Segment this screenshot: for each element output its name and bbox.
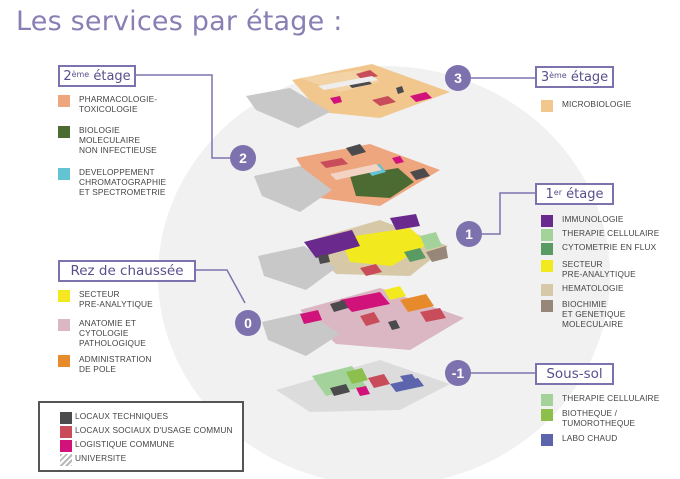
- level-title-rdc: Rez de chaussée: [58, 260, 196, 282]
- page-title: Les services par étage :: [16, 6, 343, 37]
- badge-etage3: 3: [445, 65, 471, 91]
- legend-label: SECTEUR PRE-ANALYTIQUE: [562, 259, 636, 279]
- legend-label: UNIVERSITE: [75, 453, 127, 463]
- legend-swatch: [60, 426, 72, 438]
- etage3-rest: étage: [566, 69, 609, 85]
- legend-swatch: [58, 319, 70, 331]
- legend-label: BIOLOGIE MOLECULAIRE NON INFECTIEUSE: [79, 125, 157, 155]
- legend-swatch: [541, 394, 553, 406]
- legend-swatch: [541, 300, 553, 312]
- legend-swatch: [541, 215, 553, 227]
- etage2-sup: ème: [71, 69, 90, 79]
- legend-swatch: [58, 126, 70, 138]
- legend-label: BIOTHEQUE / TUMOROTHEQUE: [562, 408, 636, 428]
- rdc-title: Rez de chaussée: [70, 263, 184, 279]
- legend-label: THERAPIE CELLULAIRE: [562, 228, 660, 238]
- legend-swatch: [541, 100, 553, 112]
- floor-plan-0: [262, 286, 464, 356]
- legend-label: LOCAUX TECHNIQUES: [75, 411, 169, 421]
- etage2-rest: étage: [89, 68, 131, 84]
- legend-label: DEVELOPPEMENT CHROMATOGRAPHIE ET SPECTRO…: [79, 167, 167, 197]
- etage3-sup: ème: [549, 70, 567, 80]
- connector-0: [196, 269, 246, 304]
- legend-swatch: [58, 355, 70, 367]
- legend-item: BIOTHEQUE / TUMOROTHEQUE: [541, 408, 635, 428]
- legend-swatch-hatched: [60, 454, 72, 466]
- legend-label: BIOCHIMIE ET GENETIQUE MOLECULAIRE: [562, 299, 626, 329]
- legend-item: UNIVERSITE: [60, 453, 126, 466]
- floor-plan-2: [254, 144, 440, 212]
- legend-label: MICROBIOLOGIE: [562, 99, 632, 109]
- legend-item: PHARMACOLOGIE- TOXICOLOGIE: [58, 94, 157, 114]
- legend-swatch: [58, 95, 70, 107]
- level-title-soussol: Sous-sol: [535, 363, 614, 385]
- legend-item: MICROBIOLOGIE: [541, 99, 631, 112]
- legend-item: CYTOMETRIE EN FLUX: [541, 242, 656, 255]
- connector-1: [482, 192, 535, 235]
- etage1-sup: er: [553, 187, 563, 197]
- legend-swatch: [58, 168, 70, 180]
- legend-item: SECTEUR PRE-ANALYTIQUE: [58, 289, 153, 309]
- etage1-rest: étage: [562, 186, 604, 202]
- legend-label: LOGISTIQUE COMMUNE: [75, 439, 175, 449]
- legend-item: LOCAUX SOCIAUX D'USAGE COMMUN: [60, 425, 233, 438]
- legend-item: ANATOMIE ET CYTOLOGIE PATHOLOGIQUE: [58, 318, 146, 348]
- legend-label: ADMINISTRATION DE POLE: [79, 354, 152, 374]
- legend-swatch: [541, 229, 553, 241]
- legend-item: BIOLOGIE MOLECULAIRE NON INFECTIEUSE: [58, 125, 157, 155]
- legend-label: HEMATOLOGIE: [562, 283, 624, 293]
- badge-etage2: 2: [230, 145, 256, 171]
- legend-label: IMMUNOLOGIE: [562, 214, 624, 224]
- legend-item: LOCAUX TECHNIQUES: [60, 411, 168, 424]
- legend-label: LABO CHAUD: [562, 433, 618, 443]
- common-legend-box: LOCAUX TECHNIQUES LOCAUX SOCIAUX D'USAGE…: [38, 401, 244, 472]
- legend-item: THERAPIE CELLULAIRE: [541, 228, 659, 241]
- legend-label: CYTOMETRIE EN FLUX: [562, 242, 657, 252]
- legend-label: ANATOMIE ET CYTOLOGIE PATHOLOGIQUE: [79, 318, 146, 348]
- legend-label: THERAPIE CELLULAIRE: [562, 393, 660, 403]
- legend-swatch: [541, 434, 553, 446]
- etage1-number: 1: [545, 186, 554, 202]
- floor-plan-minus1: [276, 360, 450, 412]
- legend-swatch: [541, 260, 553, 272]
- legend-label: SECTEUR PRE-ANALYTIQUE: [79, 289, 153, 309]
- etage2-number: 2: [63, 68, 72, 84]
- legend-swatch: [60, 440, 72, 452]
- legend-item: HEMATOLOGIE: [541, 283, 624, 296]
- soussol-title: Sous-sol: [546, 366, 603, 382]
- legend-swatch: [541, 409, 553, 421]
- legend-label: PHARMACOLOGIE- TOXICOLOGIE: [79, 94, 158, 114]
- legend-item: BIOCHIMIE ET GENETIQUE MOLECULAIRE: [541, 299, 625, 329]
- legend-item: SECTEUR PRE-ANALYTIQUE: [541, 259, 636, 279]
- legend-item: LOGISTIQUE COMMUNE: [60, 439, 175, 452]
- connector-2: [136, 74, 230, 159]
- etage3-number: 3: [540, 69, 550, 85]
- floor-plan-3: [246, 64, 450, 128]
- legend-item: LABO CHAUD: [541, 433, 617, 446]
- legend-label: LOCAUX SOCIAUX D'USAGE COMMUN: [75, 425, 233, 435]
- badge-rdc: 0: [235, 310, 261, 336]
- badge-soussol: -1: [445, 360, 471, 386]
- legend-swatch: [60, 412, 72, 424]
- badge-etage1: 1: [456, 221, 482, 247]
- legend-item: DEVELOPPEMENT CHROMATOGRAPHIE ET SPECTRO…: [58, 167, 166, 197]
- legend-item: THERAPIE CELLULAIRE: [541, 393, 659, 406]
- legend-item: IMMUNOLOGIE: [541, 214, 624, 227]
- legend-item: ADMINISTRATION DE POLE: [58, 354, 151, 374]
- floor-plan-1: [258, 214, 448, 290]
- legend-swatch: [541, 243, 553, 255]
- legend-swatch: [58, 290, 70, 302]
- legend-swatch: [541, 284, 553, 296]
